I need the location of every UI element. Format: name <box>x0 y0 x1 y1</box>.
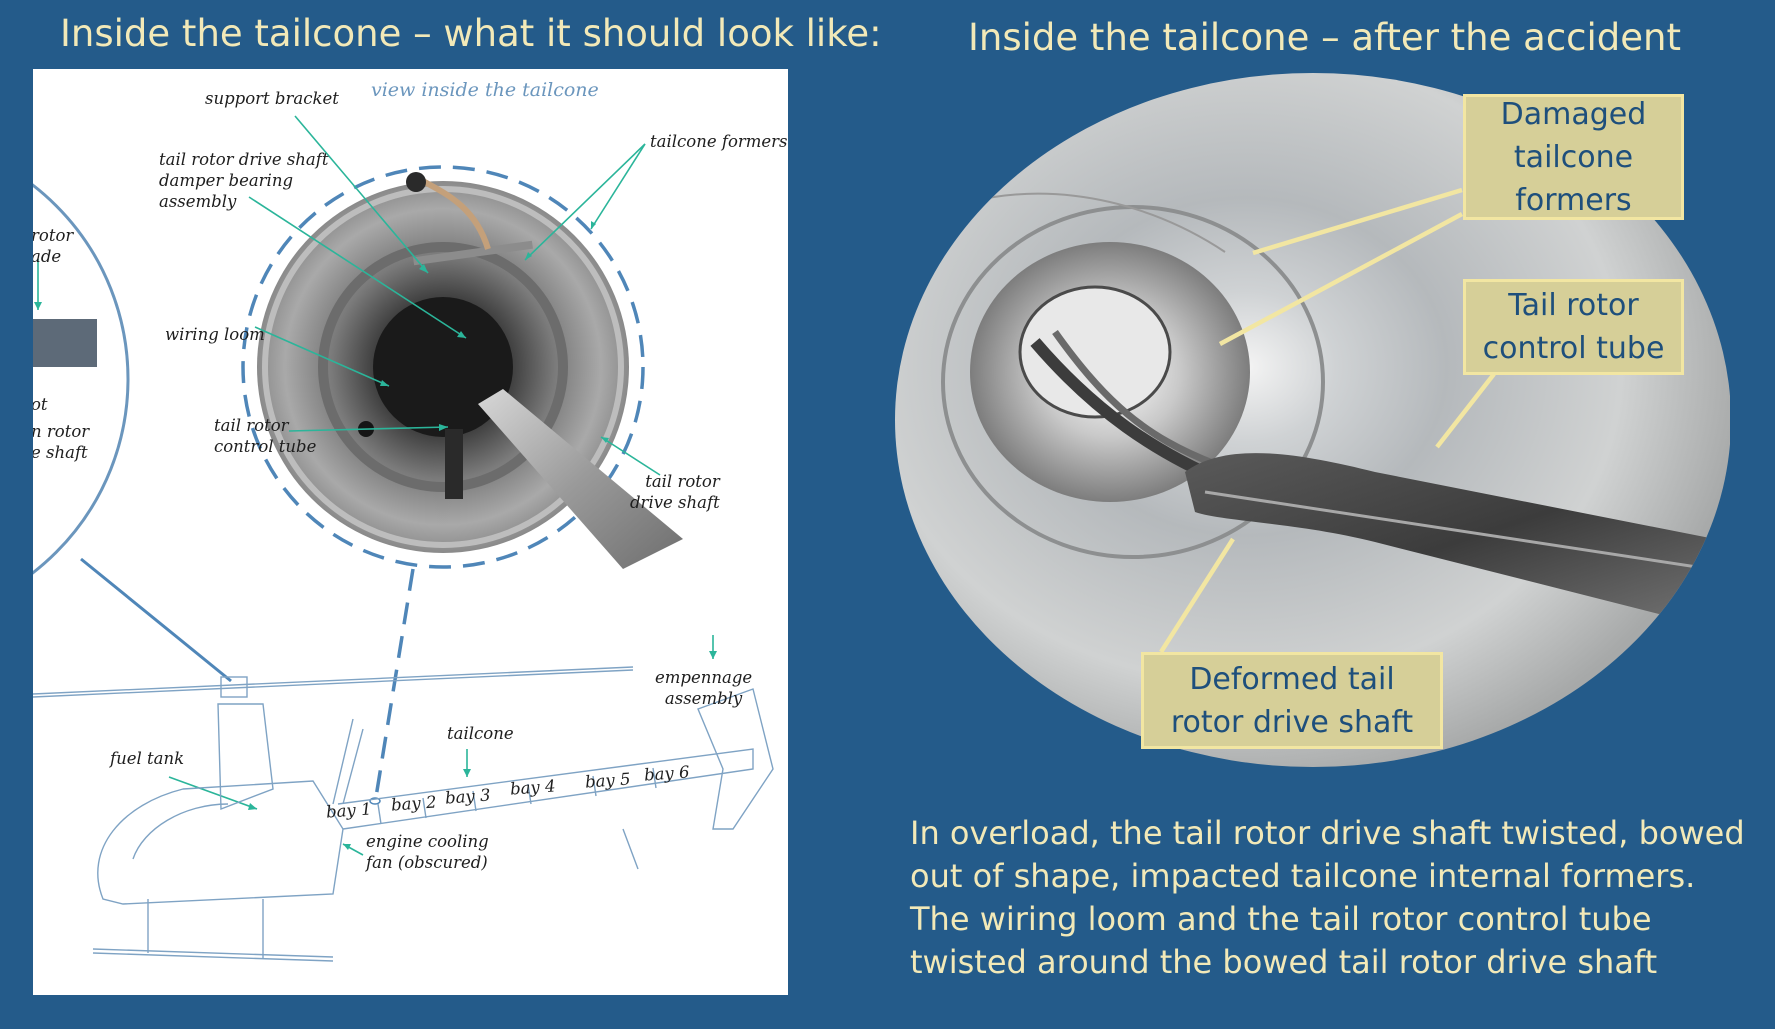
control-tube-label: tail rotor control tube <box>214 416 317 456</box>
support-bracket-label: support bracket <box>205 89 339 108</box>
zoom-circle-partial <box>33 183 130 575</box>
callout-deformed-drive-shaft: Deformed tail rotor drive shaft <box>1141 652 1443 749</box>
drive-shaft-tube <box>478 389 683 569</box>
bay-2-label: bay 2 <box>390 792 438 815</box>
reference-diagram-panel: view inside the tailcone support bracket… <box>33 69 788 995</box>
bay-6-label: bay 6 <box>643 762 691 785</box>
helicopter-line-drawing <box>33 666 774 962</box>
wiring-loom-label: wiring loom <box>165 325 265 344</box>
fuel-tank-label: fuel tank <box>110 749 185 768</box>
tailcone-view-dashed-ring <box>241 165 645 569</box>
left-panel-title: Inside the tailcone – what it should loo… <box>60 12 882 55</box>
tailcone-label: tailcone <box>447 724 514 743</box>
callout-control-tube: Tail rotor control tube <box>1463 279 1684 375</box>
view-inside-tailcone-label: view inside the tailcone <box>371 79 599 101</box>
engine-fan-label: engine cooling fan (obscured) <box>366 832 489 872</box>
reference-diagram-artwork <box>33 115 774 962</box>
damper-bearing-label: tail rotor drive shaft damper bearing as… <box>159 150 329 211</box>
empennage-label: empennage assembly <box>655 668 753 708</box>
partial-pitch-label: ot <box>33 395 48 414</box>
partial-drive-shaft-label: n rotor e shaft <box>33 422 90 462</box>
accident-summary-text: In overload, the tail rotor drive shaft … <box>910 814 1745 981</box>
blade-photo-fragment <box>33 319 97 367</box>
bay-4-label: bay 4 <box>509 776 557 799</box>
bay-5-label: bay 5 <box>584 769 632 792</box>
right-panel-title: Inside the tailcone – after the accident <box>968 16 1681 59</box>
bay-1-label: bay 1 <box>325 799 373 822</box>
partial-main-rotor-blade-label: rotor ade <box>33 226 74 266</box>
callout-damaged-formers: Damaged tailcone formers <box>1463 94 1684 220</box>
bay-3-label: bay 3 <box>444 785 492 808</box>
tailcone-formers-label: tailcone formers <box>650 132 788 151</box>
drive-shaft-label: tail rotor drive shaft <box>630 472 720 512</box>
